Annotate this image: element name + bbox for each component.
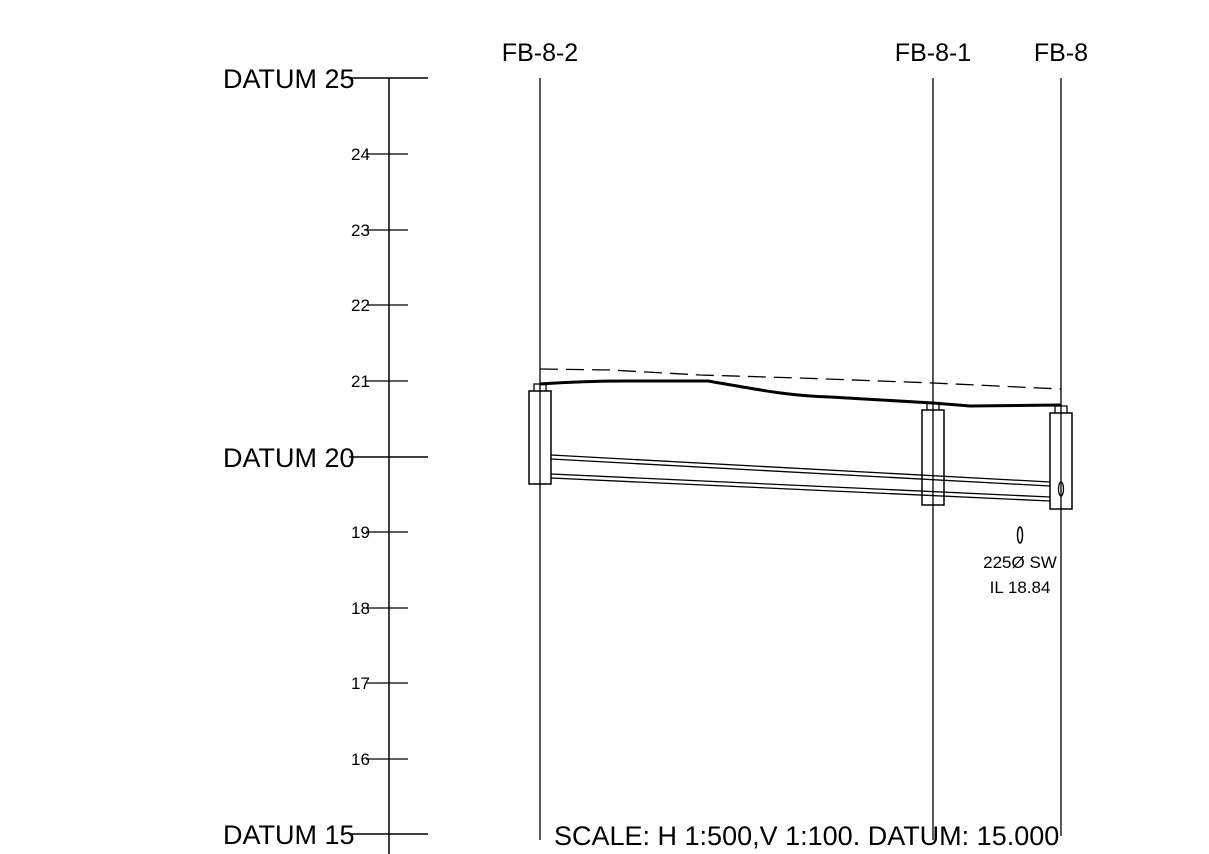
station-label-fb-8-1: FB-8-1 xyxy=(895,39,971,67)
tick-label-22: 22 xyxy=(351,296,370,315)
finished-ground-line xyxy=(539,379,1062,408)
pipe-top-inner-line xyxy=(550,458,1051,487)
manhole-fb-8-1 xyxy=(921,402,945,506)
manhole-chamber xyxy=(528,390,552,485)
elevation-axis: DATUM 25 DATUM 20 DATUM 15 24 23 22 21 1… xyxy=(223,64,428,854)
sewer-pipe xyxy=(550,454,1051,502)
tick-label-24: 24 xyxy=(351,145,370,164)
tick-label-16: 16 xyxy=(351,750,370,769)
station-lines: FB-8-2 FB-8-1 FB-8 xyxy=(502,39,1088,840)
tick-label-17: 17 xyxy=(351,674,370,693)
tick-label-23: 23 xyxy=(351,221,370,240)
manhole-shaft xyxy=(1054,405,1068,413)
pipe-bottom-inner-line xyxy=(550,477,1051,502)
datum-label-25: DATUM 25 xyxy=(223,64,355,94)
station-label-fb-8: FB-8 xyxy=(1034,39,1088,67)
pipe-top-line xyxy=(550,454,1051,483)
datum-label-20: DATUM 20 xyxy=(223,443,355,473)
manhole-chamber xyxy=(921,409,945,506)
tick-label-18: 18 xyxy=(351,599,370,618)
tick-label-19: 19 xyxy=(351,523,370,542)
manhole-chamber xyxy=(1049,412,1073,510)
pipe-bottom-line xyxy=(550,473,1051,498)
pipe-section-icon xyxy=(1016,526,1024,544)
pipe-size-label: 225Ø SW xyxy=(983,553,1057,572)
tick-label-21: 21 xyxy=(351,372,370,391)
existing-ground-line xyxy=(539,368,1062,390)
pipe-annotation: 225Ø SW IL 18.84 xyxy=(983,526,1057,597)
manhole-fb-8-2 xyxy=(528,383,552,485)
manhole-shaft xyxy=(926,402,940,410)
pipe-outlet-icon xyxy=(1057,481,1065,497)
invert-level-label: IL 18.84 xyxy=(990,578,1051,597)
station-label-fb-8-2: FB-8-2 xyxy=(502,39,578,67)
manhole-shaft xyxy=(533,383,547,391)
manhole-fb-8 xyxy=(1049,405,1073,510)
datum-label-15: DATUM 15 xyxy=(223,820,355,850)
scale-caption: SCALE: H 1:500,V 1:100. DATUM: 15.000 xyxy=(554,821,1059,851)
